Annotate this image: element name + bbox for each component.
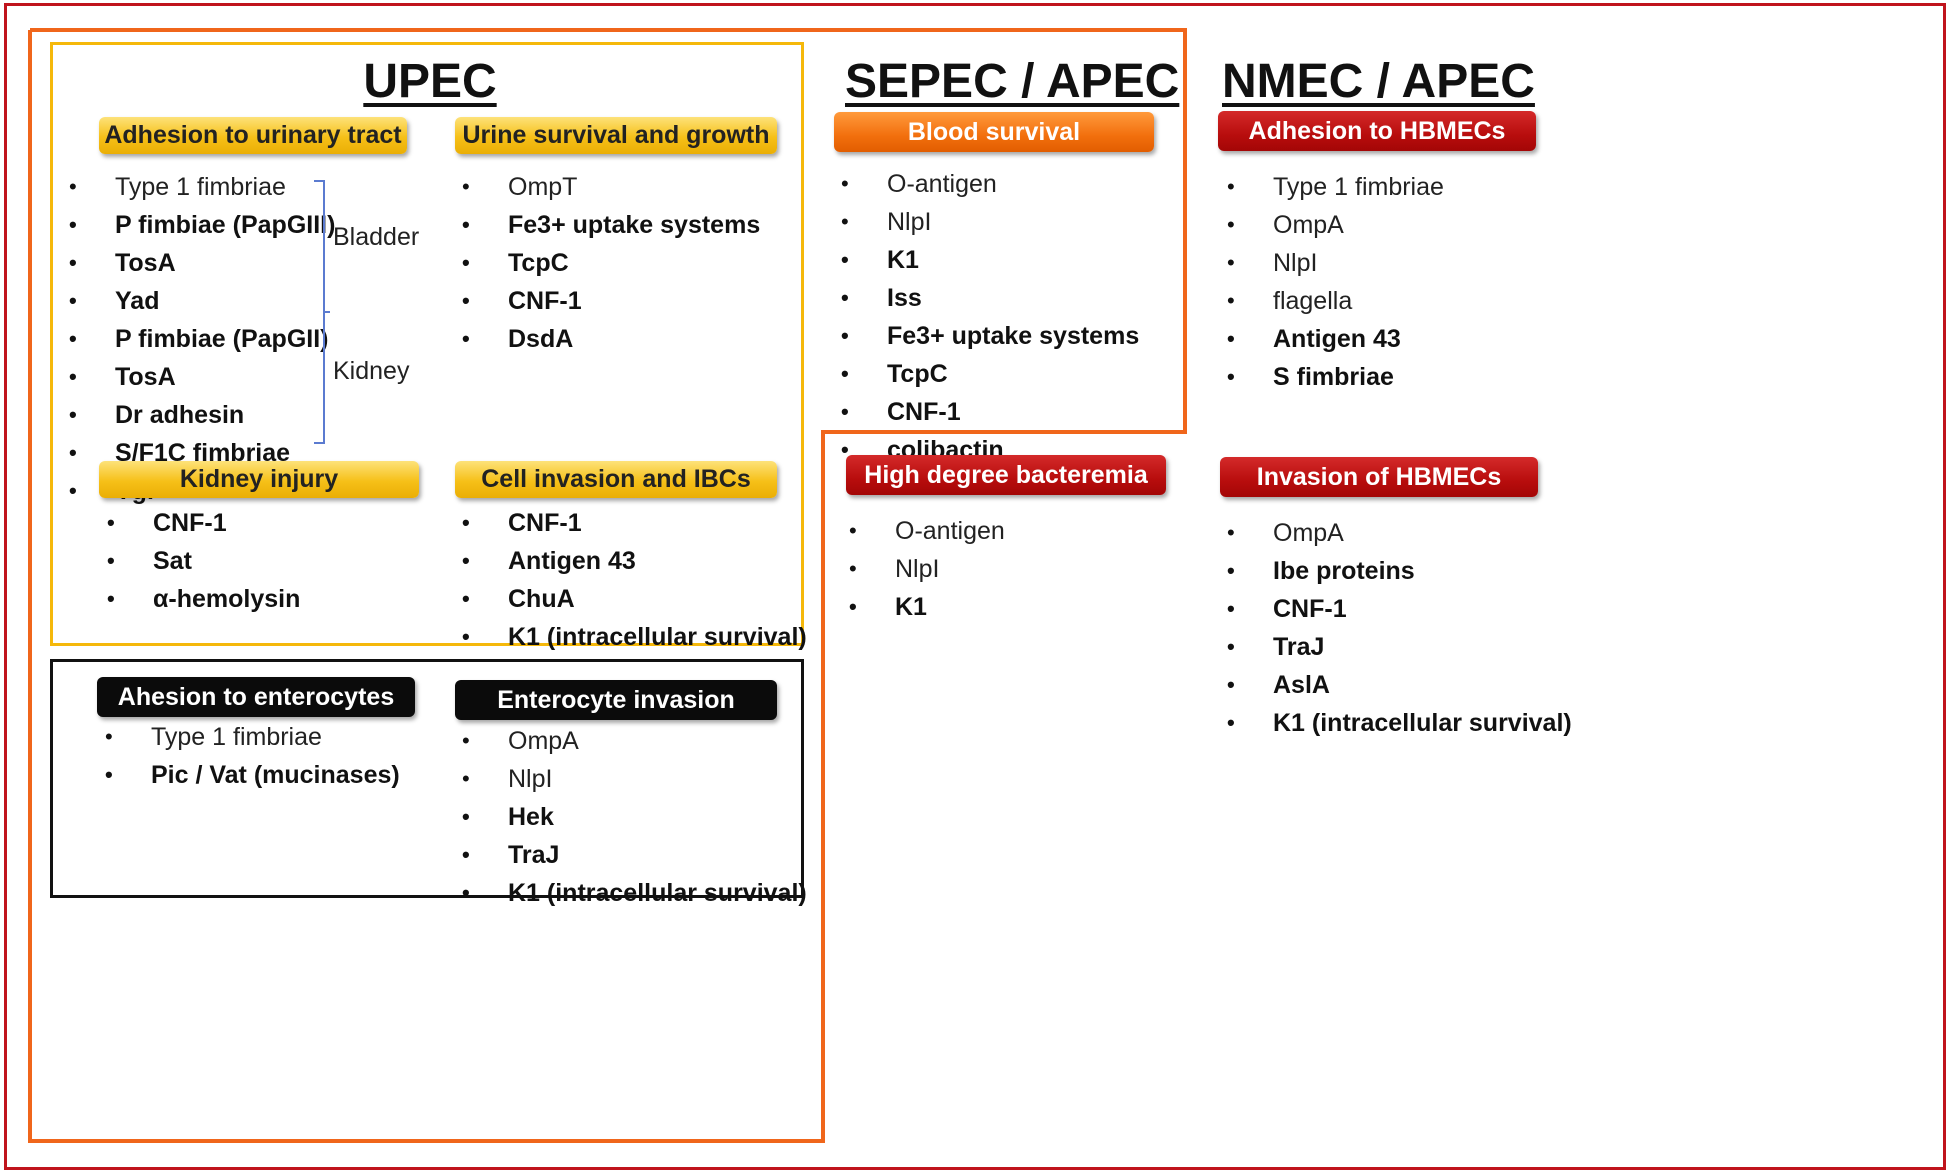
- list-item: TraJ: [1227, 628, 1572, 666]
- list-item: Antigen 43: [1227, 320, 1444, 358]
- cell-invasion-list: CNF-1Antigen 43ChuAK1 (intracellular sur…: [462, 504, 807, 656]
- cell-invasion-header: Cell invasion and IBCs: [455, 461, 777, 498]
- blood-survival-header: Blood survival: [834, 112, 1154, 152]
- enterocyte-adhesion-header: Ahesion to enterocytes: [97, 677, 415, 717]
- list-item: CNF-1: [1227, 590, 1572, 628]
- kidney-injury-header: Kidney injury: [99, 461, 419, 498]
- list-item: Yad: [69, 282, 335, 320]
- hbmec-invasion-header: Invasion of HBMECs: [1220, 457, 1538, 497]
- list-item: P fimbiae (PapGIII): [69, 206, 336, 244]
- bacteremia-header: High degree bacteremia: [846, 455, 1166, 495]
- list-item: Fe3+ uptake systems: [462, 206, 760, 244]
- list-item: Antigen 43: [462, 542, 807, 580]
- list-item: TraJ: [462, 836, 807, 874]
- outer-frame: [4, 3, 1946, 1170]
- list-item: flagella: [1227, 282, 1444, 320]
- list-item: K1: [841, 241, 1139, 279]
- hbmec-adhesion-header: Adhesion to HBMECs: [1218, 111, 1536, 151]
- list-item: ChuA: [462, 580, 807, 618]
- kidney-label: Kidney: [333, 357, 410, 385]
- list-item: α-hemolysin: [107, 580, 300, 618]
- list-item: Hek: [462, 798, 807, 836]
- list-item: TcpC: [462, 244, 760, 282]
- bladder-label: Bladder: [333, 223, 420, 251]
- list-item: Iss: [841, 279, 1139, 317]
- list-item: OmpT: [462, 168, 760, 206]
- list-item: O-antigen: [849, 512, 1005, 550]
- list-item: Type 1 fimbriae: [1227, 168, 1444, 206]
- list-item: P fimbiae (PapGII): [69, 320, 335, 358]
- list-item: Pic / Vat (mucinases): [105, 756, 400, 794]
- adhesion-urinary-tract-header: Adhesion to urinary tract: [99, 117, 407, 154]
- list-item: K1 (intracellular survival): [462, 874, 807, 912]
- urine-survival-header: Urine survival and growth: [455, 117, 777, 154]
- list-item: Type 1 fimbriae: [69, 168, 335, 206]
- list-item: Fe3+ uptake systems: [841, 317, 1139, 355]
- list-item: Type 1 fimbriae: [105, 718, 400, 756]
- kidney-injury-list: CNF-1Satα-hemolysin: [107, 504, 300, 618]
- list-item: NlpI: [1227, 244, 1444, 282]
- bacteremia-list: O-antigenNlpIK1: [849, 512, 1005, 626]
- list-item: CNF-1: [462, 504, 807, 542]
- enterocyte-invasion-list: OmpANlpIHekTraJK1 (intracellular surviva…: [462, 722, 807, 912]
- sepec-title: SEPEC / APEC: [845, 55, 1180, 108]
- list-item: DsdA: [462, 320, 760, 358]
- enterocyte-invasion-header: Enterocyte invasion: [455, 680, 777, 720]
- list-item: K1: [849, 588, 1005, 626]
- list-item: CNF-1: [841, 393, 1139, 431]
- list-item: NlpI: [849, 550, 1005, 588]
- list-item: TcpC: [841, 355, 1139, 393]
- list-item: OmpA: [1227, 206, 1444, 244]
- list-item: TosA: [69, 244, 335, 282]
- list-item: OmpA: [1227, 514, 1572, 552]
- list-item: K1 (intracellular survival): [1227, 704, 1572, 742]
- hbmec-invasion-list: OmpAIbe proteinsCNF-1TraJAslAK1 (intrace…: [1227, 514, 1572, 742]
- adhesion-urinary-tract-list: Type 1 fimbriaeP fimbiae (PapGIII)TosAYa…: [69, 168, 336, 510]
- list-item: Ibe proteins: [1227, 552, 1572, 590]
- list-item: NlpI: [462, 760, 807, 798]
- list-item: CNF-1: [107, 504, 300, 542]
- enterocyte-adhesion-list: Type 1 fimbriaePic / Vat (mucinases): [105, 718, 400, 794]
- bladder-bracket: [314, 180, 330, 444]
- hbmec-adhesion-list: Type 1 fimbriaeOmpANlpIflagellaAntigen 4…: [1227, 168, 1444, 396]
- blood-survival-list: O-antigenNlpIK1IssFe3+ uptake systemsTcp…: [841, 165, 1139, 469]
- list-item: AslA: [1227, 666, 1572, 704]
- list-item: TosA: [69, 358, 335, 396]
- list-item: Sat: [107, 542, 300, 580]
- list-item: OmpA: [462, 722, 807, 760]
- list-item: S fimbriae: [1227, 358, 1444, 396]
- list-item: K1 (intracellular survival): [462, 618, 807, 656]
- list-item: NlpI: [841, 203, 1139, 241]
- list-item: O-antigen: [841, 165, 1139, 203]
- upec-title: UPEC: [363, 55, 497, 108]
- upec-frame: [50, 42, 804, 646]
- list-item: CNF-1: [462, 282, 760, 320]
- urine-survival-list: OmpTFe3+ uptake systemsTcpCCNF-1DsdA: [462, 168, 760, 358]
- nmec-title: NMEC / APEC: [1222, 55, 1535, 108]
- list-item: Dr adhesin: [69, 396, 335, 434]
